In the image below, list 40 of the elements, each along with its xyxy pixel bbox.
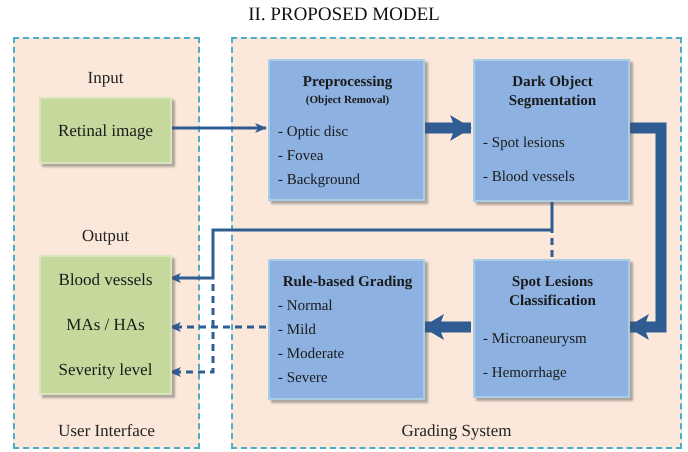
input-box bbox=[39, 97, 172, 164]
box-text: MAs / HAs bbox=[66, 314, 145, 335]
list-item: - Mild bbox=[278, 321, 317, 339]
list-item: - Normal bbox=[278, 297, 334, 315]
list-item: - Background bbox=[278, 170, 362, 189]
block-arrow bbox=[422, 314, 471, 340]
diagram-title: II. PROPOSED MODEL bbox=[247, 4, 441, 26]
list-item: - Fovea bbox=[278, 146, 324, 165]
list-item: - Optic disc bbox=[278, 122, 349, 141]
list-item: - Hemorrhage bbox=[483, 364, 568, 382]
list-item: - Spot lesions bbox=[483, 134, 566, 152]
list-item: - Moderate bbox=[278, 345, 346, 363]
dashed-panel bbox=[231, 37, 682, 449]
panel-caption: Grading System bbox=[400, 421, 513, 441]
box-heading: Preprocessing bbox=[302, 73, 394, 92]
box-text: Retinal image bbox=[58, 120, 153, 140]
list-item: - Microaneurysm bbox=[483, 330, 588, 348]
box-heading: Dark Object Segmentation bbox=[508, 73, 598, 110]
arrow bbox=[169, 228, 554, 377]
box-heading: Rule-based Grading bbox=[282, 273, 413, 292]
section-label: Output bbox=[80, 226, 130, 246]
arrow bbox=[169, 200, 554, 283]
process-box bbox=[268, 59, 425, 201]
list-item: - Severe bbox=[278, 369, 329, 387]
arrow bbox=[170, 123, 267, 133]
arrow bbox=[169, 322, 266, 332]
output-box bbox=[39, 255, 172, 395]
box-heading: Spot Lesions Classification bbox=[508, 273, 597, 310]
box-subheading: (Object Removal) bbox=[304, 94, 390, 106]
block-arrow bbox=[627, 122, 666, 340]
box-text: Blood vessels bbox=[58, 270, 152, 290]
process-box bbox=[268, 259, 425, 400]
process-box bbox=[473, 59, 630, 202]
list-item: - Blood vessels bbox=[483, 168, 576, 186]
section-label: Input bbox=[86, 68, 124, 88]
dashed-panel bbox=[13, 37, 200, 449]
box-text: Severity level bbox=[58, 360, 152, 380]
panel-caption: User Interface bbox=[57, 421, 156, 441]
process-box bbox=[473, 259, 630, 398]
block-arrow bbox=[423, 115, 472, 141]
